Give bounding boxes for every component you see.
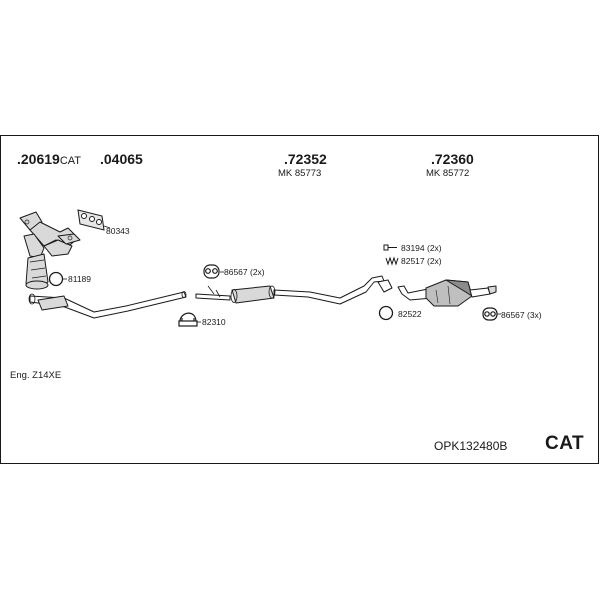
hanger-label-front: 86567 (2x) [224,267,265,277]
catalyst-badge: CAT [545,433,585,454]
engine-code: Eng. Z14XE [10,370,62,381]
middle-silencer-mounting-kit: MK 85773 [278,168,322,179]
spring-label: 82517 (2x) [401,256,442,266]
part-number-rear-silencer: .72360 [431,151,474,167]
diagram-frame [0,135,599,464]
clamp-label: 82310 [202,317,226,327]
ring-label-rear: 82522 [398,309,422,319]
rear-silencer-mounting-kit: MK 85772 [426,168,470,179]
bolt-label: 83194 (2x) [401,243,442,253]
gasket-label: 80343 [106,226,130,236]
kit-code: OPK132480B [434,439,508,453]
part-number-middle-silencer: .72352 [284,151,327,167]
part-number-front-pipe: .04065 [100,151,143,167]
hanger-label-rear: 86567 (3x) [501,310,542,320]
part-number-catalyst: .20619CAT [17,151,82,167]
sealing-ring-label: 81189 [68,274,92,284]
